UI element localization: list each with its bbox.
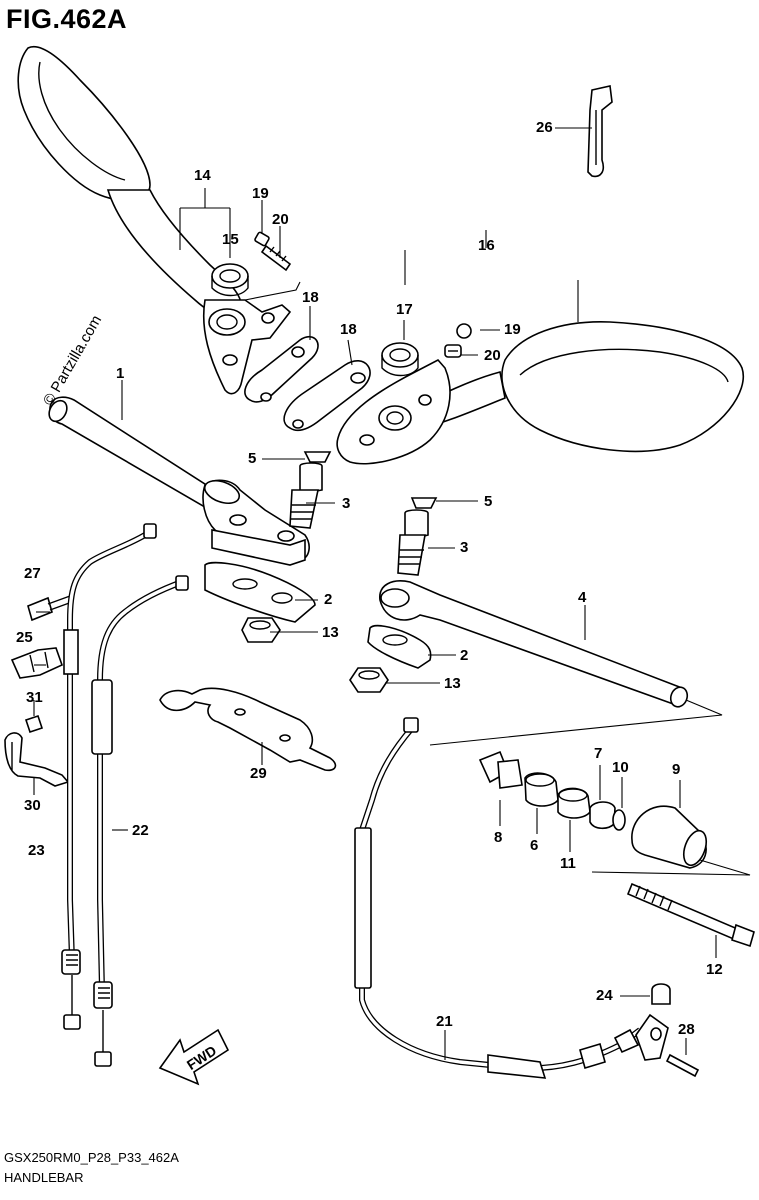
callout-3a[interactable]: 3: [342, 495, 351, 512]
bolt-20-right[interactable]: [444, 344, 462, 358]
grommet-17[interactable]: [381, 342, 419, 377]
callout-16[interactable]: 16: [478, 237, 495, 254]
bracket-30[interactable]: [4, 732, 70, 787]
callout-13b[interactable]: 13: [444, 675, 461, 692]
callout-22[interactable]: 22: [132, 822, 149, 839]
clutch-cable-21[interactable]: [354, 717, 669, 1079]
callout-11[interactable]: 11: [560, 855, 576, 872]
bolt-31[interactable]: [24, 714, 44, 734]
cushion-11[interactable]: [557, 787, 591, 819]
callout-6[interactable]: 6: [530, 837, 539, 854]
callout-20a[interactable]: 20: [272, 211, 289, 228]
gasket-18b[interactable]: [283, 360, 371, 432]
callout-10[interactable]: 10: [612, 759, 629, 776]
callout-24[interactable]: 24: [596, 987, 613, 1004]
callout-13a[interactable]: 13: [322, 624, 339, 641]
throttle-cable-22[interactable]: [91, 575, 189, 1067]
fwd-arrow-icon: FWD: [158, 1028, 230, 1086]
callout-30[interactable]: 30: [24, 797, 41, 814]
nut-13-right[interactable]: [349, 667, 389, 693]
callout-28[interactable]: 28: [678, 1021, 695, 1038]
grommet-15[interactable]: [211, 263, 249, 297]
callout-29[interactable]: 29: [250, 765, 267, 782]
callout-25[interactable]: 25: [16, 629, 33, 646]
callout-18a[interactable]: 18: [302, 289, 319, 306]
callout-14[interactable]: 14: [194, 167, 211, 184]
clamp-26[interactable]: [587, 85, 613, 178]
bar-end-weight-9[interactable]: [631, 805, 711, 869]
holder-2-right[interactable]: [367, 624, 432, 669]
callout-7[interactable]: 7: [594, 745, 603, 762]
callout-15[interactable]: 15: [222, 231, 239, 248]
callout-23[interactable]: 23: [28, 842, 45, 859]
callout-3b[interactable]: 3: [460, 539, 469, 556]
callout-20b[interactable]: 20: [484, 347, 501, 364]
callout-9[interactable]: 9: [672, 761, 681, 778]
callout-19b[interactable]: 19: [504, 321, 521, 338]
throttle-cable-23[interactable]: [61, 523, 157, 1030]
callout-2b[interactable]: 2: [460, 647, 469, 664]
cap-19-right[interactable]: [456, 323, 472, 339]
figure-title: FIG.462A: [6, 4, 128, 34]
callout-21[interactable]: 21: [436, 1013, 453, 1030]
bolt-19-20-left[interactable]: [254, 231, 292, 272]
cap-5-right[interactable]: [410, 497, 438, 509]
cap-5-left[interactable]: [303, 451, 332, 463]
nut-13-left[interactable]: [241, 617, 281, 643]
bolt-3-left[interactable]: [289, 462, 323, 529]
bracket-29[interactable]: [159, 687, 337, 772]
spacer-7[interactable]: [589, 801, 616, 830]
callout-5a[interactable]: 5: [248, 450, 257, 467]
weight-collar-8[interactable]: [478, 750, 523, 789]
diagram-code: GSX250RM0_P28_P33_462A: [4, 1150, 179, 1165]
holder-2-left[interactable]: [204, 561, 316, 623]
callout-12[interactable]: 12: [706, 961, 723, 978]
washer-10[interactable]: [612, 809, 626, 831]
pin-28[interactable]: [665, 1053, 700, 1078]
left-mirror[interactable]: [17, 45, 292, 395]
callout-27[interactable]: 27: [24, 565, 41, 582]
cap-24[interactable]: [651, 983, 671, 1005]
callout-19a[interactable]: 19: [252, 185, 269, 202]
screw-12[interactable]: [626, 882, 755, 948]
callout-4[interactable]: 4: [578, 589, 587, 606]
callout-5b[interactable]: 5: [484, 493, 493, 510]
callout-26[interactable]: 26: [536, 119, 553, 136]
right-handlebar[interactable]: [379, 580, 690, 709]
callout-8[interactable]: 8: [494, 829, 503, 846]
callout-2a[interactable]: 2: [324, 591, 333, 608]
callout-1[interactable]: 1: [116, 365, 125, 382]
left-handlebar[interactable]: [46, 396, 310, 566]
screw-27[interactable]: [27, 595, 73, 622]
bolt-3-right[interactable]: [397, 509, 429, 576]
clamp-25[interactable]: [10, 647, 63, 679]
right-mirror[interactable]: [336, 321, 745, 465]
callout-31[interactable]: 31: [26, 689, 43, 706]
callout-17[interactable]: 17: [396, 301, 413, 318]
cushion-6[interactable]: [524, 772, 559, 807]
callout-18b[interactable]: 18: [340, 321, 357, 338]
diagram-name: HANDLEBAR: [4, 1170, 84, 1185]
gasket-18a[interactable]: [244, 335, 319, 403]
